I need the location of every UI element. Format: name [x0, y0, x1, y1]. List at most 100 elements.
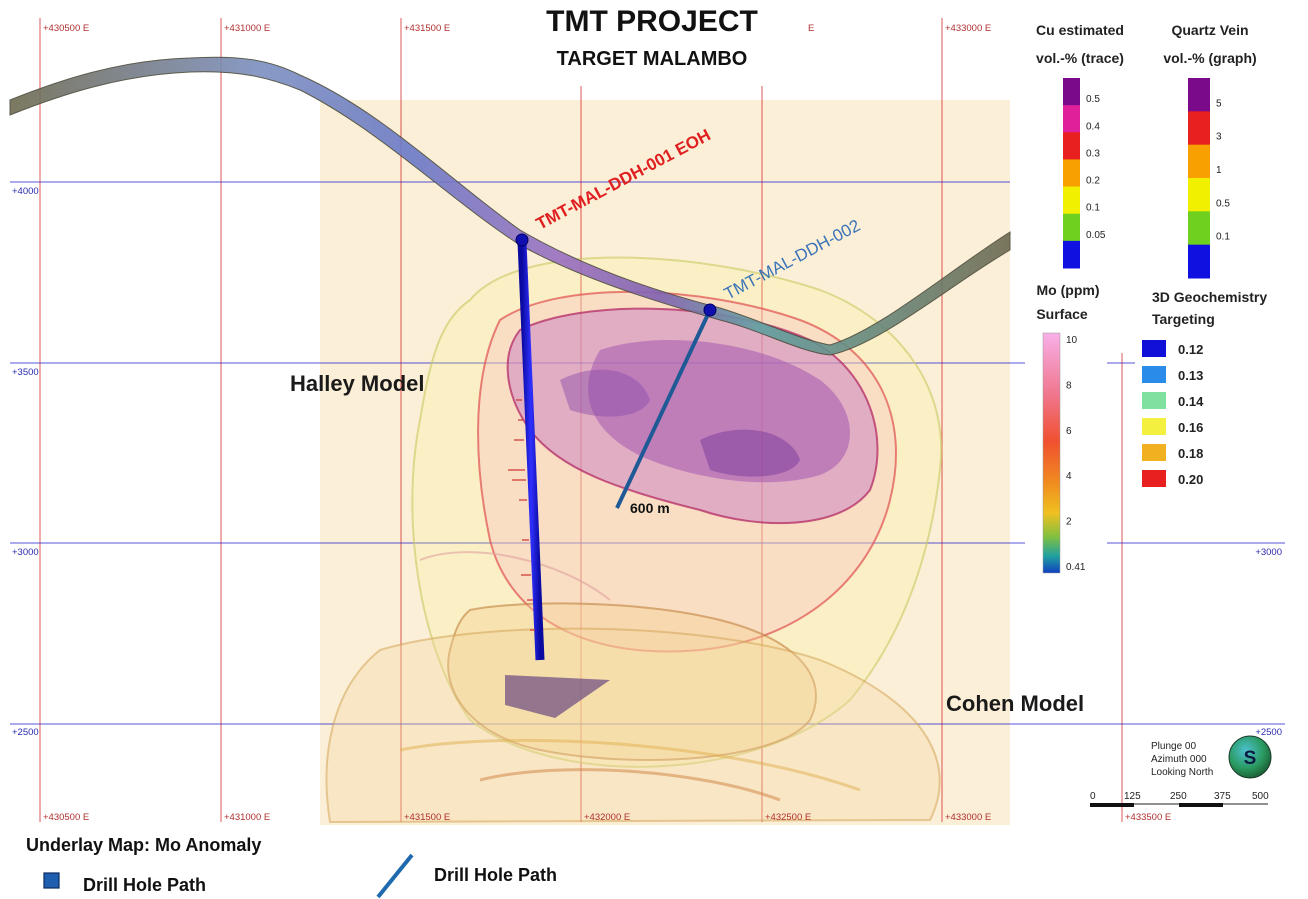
legend-cu-title: Cu estimated	[1036, 22, 1124, 38]
colorbar-tick-label: 0.05	[1086, 230, 1106, 241]
bottom-easting-label: +432000 E	[584, 812, 630, 823]
legend-cu-colorbar	[1063, 78, 1080, 269]
right-elevation-label: +2500	[1255, 727, 1282, 738]
geochem-swatch	[1142, 418, 1166, 435]
top-easting-label: +430500 E	[43, 23, 89, 34]
colorbar-segment	[1063, 132, 1080, 160]
mo-tick-label: 0.41	[1066, 562, 1086, 573]
mo-tick-label: 4	[1066, 471, 1072, 482]
left-elevation-label: +4000	[12, 186, 39, 197]
cohen-model-label: Cohen Model	[946, 691, 1084, 716]
colorbar-tick-label: 0.2	[1086, 176, 1100, 187]
colorbar-tick-label: 0.4	[1086, 121, 1100, 132]
geochem-swatch	[1142, 470, 1166, 487]
drill-hole-path-label: Drill Hole Path	[83, 875, 206, 895]
legend-quartz-subtitle: vol.-% (graph)	[1163, 50, 1256, 66]
bottom-easting-label: +431500 E	[404, 812, 450, 823]
drill-hole-path-line-icon	[378, 855, 412, 897]
geochem-swatch	[1142, 444, 1166, 461]
scale-bar-label: 0	[1090, 791, 1096, 802]
geochem-value: 0.13	[1178, 368, 1203, 383]
colorbar-segment	[1063, 78, 1080, 106]
legend-geochem-title: 3D Geochemistry	[1152, 289, 1267, 305]
left-elevation-label: +3500	[12, 367, 39, 378]
azimuth-label: Azimuth 000	[1151, 754, 1207, 765]
scale-bar-label: 250	[1170, 791, 1187, 802]
legend-mo: Mo (ppm) Surface 10 8 6 4 2 0.41	[1036, 282, 1099, 573]
legend-cu-subtitle: vol.-% (trace)	[1036, 50, 1124, 66]
scale-bar-label: 125	[1124, 791, 1141, 802]
bottom-easting-label: +430500 E	[43, 812, 89, 823]
colorbar-segment	[1188, 111, 1210, 145]
bottom-easting-label: +431000 E	[224, 812, 270, 823]
legend-geochem: 3D Geochemistry Targeting 0.12 0.13 0.14 0.…	[1135, 280, 1295, 495]
colorbar-segment	[1188, 245, 1210, 279]
top-easting-labels: +430500 E +431000 E +431500 E E +433000 …	[43, 23, 991, 34]
geochem-value: 0.14	[1178, 394, 1204, 409]
top-easting-label: +433000 E	[945, 23, 991, 34]
top-easting-label: +431000 E	[224, 23, 270, 34]
mo-tick-label: 6	[1066, 426, 1072, 437]
bottom-easting-label: +433000 E	[945, 812, 991, 823]
plunge-label: Plunge 00	[1151, 741, 1196, 752]
halley-model-label: Halley Model	[290, 371, 424, 396]
colorbar-segment	[1063, 105, 1080, 133]
view-info: Plunge 00 Azimuth 000 Looking North S	[1151, 736, 1271, 778]
scale-bar-label: 500	[1252, 791, 1269, 802]
colorbar-segment	[1063, 241, 1080, 269]
geochem-swatch	[1142, 366, 1166, 383]
footer-legend: Underlay Map: Mo Anomaly Drill Hole Path…	[26, 835, 557, 897]
mo-tick-label: 10	[1066, 335, 1078, 346]
colorbar-tick-label: 5	[1216, 98, 1222, 109]
colorbar-tick-label: 0.3	[1086, 148, 1100, 159]
compass-icon: S	[1229, 736, 1271, 778]
mo-tick-label: 8	[1066, 380, 1072, 391]
map-subtitle: TARGET MALAMBO	[557, 48, 748, 70]
colorbar-segment	[1063, 187, 1080, 215]
top-easting-label: E	[808, 23, 814, 34]
colorbar-segment	[1063, 159, 1080, 187]
right-elevation-label: +3000	[1255, 547, 1282, 558]
colorbar-tick-label: 0.1	[1216, 232, 1230, 243]
colorbar-segment	[1188, 78, 1210, 112]
legend-mo-colorbar	[1043, 333, 1060, 573]
colorbar-tick-label: 0.5	[1216, 198, 1230, 209]
drill-hole-path-label-2: Drill Hole Path	[434, 865, 557, 885]
geochem-swatch	[1142, 392, 1166, 409]
geochem-value: 0.18	[1178, 446, 1203, 461]
geochem-value: 0.16	[1178, 420, 1203, 435]
colorbar-segment	[1063, 214, 1080, 242]
colorbar-tick-label: 1	[1216, 165, 1222, 176]
geochem-value: 0.20	[1178, 472, 1203, 487]
mo-tick-label: 2	[1066, 517, 1072, 528]
colorbar-segment	[1188, 178, 1210, 212]
legend-mo-title: Mo (ppm)	[1037, 282, 1100, 298]
bottom-easting-label: +433500 E	[1125, 812, 1171, 823]
legend-mo-subtitle: Surface	[1036, 306, 1088, 322]
legend-geochem-subtitle: Targeting	[1152, 311, 1215, 327]
drill-length-label: 600 m	[630, 500, 670, 516]
compass-letter: S	[1244, 748, 1257, 769]
colorbar-segment	[1188, 211, 1210, 245]
drill-hole-path-square-icon	[44, 873, 59, 888]
looking-label: Looking North	[1151, 767, 1213, 778]
underlay-map-label: Underlay Map: Mo Anomaly	[26, 835, 261, 855]
geochem-value: 0.12	[1178, 342, 1203, 357]
top-easting-label: +431500 E	[404, 23, 450, 34]
legend-quartz: Quartz Vein vol.-% (graph) 5 3 1 0.5 0.1	[1163, 22, 1256, 279]
scale-bar-label: 375	[1214, 791, 1231, 802]
scale-bar: 0 125 250 375 500	[1090, 791, 1269, 807]
left-elevation-label: +3000	[12, 547, 39, 558]
geochem-swatch	[1142, 340, 1166, 357]
map-title: TMT PROJECT	[546, 5, 758, 38]
bottom-easting-label: +432500 E	[765, 812, 811, 823]
legend-quartz-title: Quartz Vein	[1171, 22, 1248, 38]
left-elevation-label: +2500	[12, 727, 39, 738]
colorbar-tick-label: 3	[1216, 132, 1222, 143]
legend-cu: Cu estimated vol.-% (trace) 0.5 0.4 0.3 0.2…	[1036, 22, 1124, 269]
colorbar-segment	[1188, 145, 1210, 179]
legend-quartz-colorbar	[1188, 78, 1210, 279]
colorbar-tick-label: 0.1	[1086, 203, 1100, 214]
colorbar-tick-label: 0.5	[1086, 94, 1100, 105]
